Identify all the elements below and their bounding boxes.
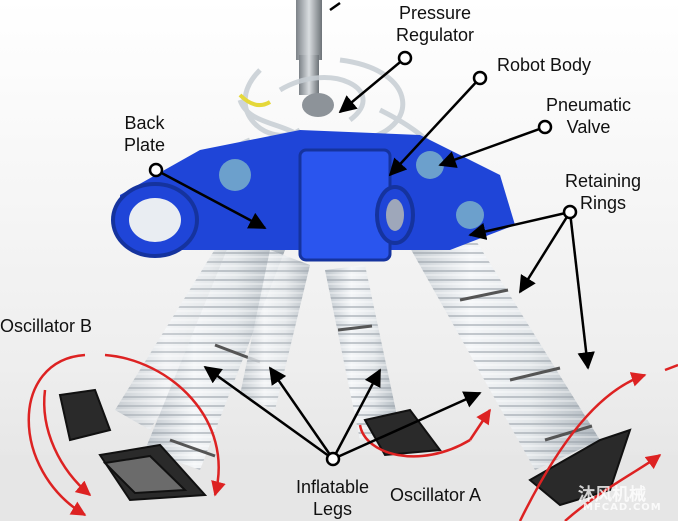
pointer-dots <box>148 50 578 467</box>
label-pressure-regulator-line1: Pressure <box>399 3 472 23</box>
watermark-main: 沐风机械 <box>578 485 646 505</box>
inflatable-leg-center-left <box>240 250 310 410</box>
robot-body <box>111 130 515 262</box>
label-back-plate-line1: Back <box>124 113 165 133</box>
pointer-lines <box>155 1 595 461</box>
label-pneumatic-valve-line2: Valve <box>566 117 611 137</box>
label-back-plate-line2: Plate <box>124 135 166 155</box>
label-retaining-rings: Retaining Rings <box>565 170 641 214</box>
watermark-sub: MFCAD.COM <box>583 502 662 513</box>
label-pressure-regulator-line2: Regulator <box>396 25 475 45</box>
robot-feet <box>58 388 632 507</box>
label-inflatable-legs-line2: Legs <box>313 499 353 519</box>
pressure-regulator <box>296 0 334 117</box>
label-pneumatic-valve-line1: Pneumatic <box>546 95 632 115</box>
oscillation-arrows <box>27 353 678 521</box>
yellow-tube <box>238 93 272 108</box>
label-pressure-regulator: Pressure Regulator <box>396 2 474 46</box>
label-pneumatic-valve: Pneumatic Valve <box>546 94 631 138</box>
label-inflatable-legs-line1: Inflatable <box>296 477 370 497</box>
inflatable-leg-right <box>400 215 600 470</box>
label-back-plate: Back Plate <box>124 112 165 156</box>
label-oscillator-a: Oscillator A <box>390 485 482 505</box>
label-oscillator-b: Oscillator B <box>0 316 93 336</box>
inflatable-leg-center <box>325 265 400 440</box>
label-robot-body: Robot Body <box>497 55 592 75</box>
label-retaining-rings-line1: Retaining <box>565 171 642 191</box>
label-inflatable-legs: Inflatable Legs <box>296 476 369 520</box>
label-retaining-rings-line2: Rings <box>580 193 627 213</box>
